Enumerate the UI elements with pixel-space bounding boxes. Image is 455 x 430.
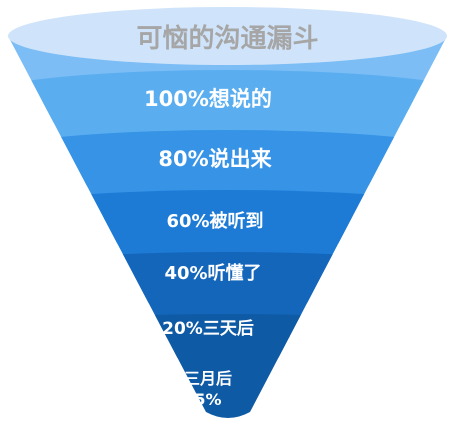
- funnel-level-4-label: 40%听懂了: [164, 262, 261, 284]
- funnel-level-2-label: 80%说出来: [158, 147, 272, 171]
- funnel-level-3-label: 60%被听到: [166, 210, 263, 232]
- funnel-level-6-label-line1: 三月后: [184, 369, 232, 388]
- funnel-level-5-label: 20%三天后: [162, 319, 254, 339]
- funnel-level-1-label: 100%想说的: [144, 87, 272, 111]
- funnel-title: 可恼的沟通漏斗: [136, 23, 318, 54]
- funnel-top-ellipse: [8, 7, 447, 65]
- funnel-level-6-label-line2: 5%: [194, 390, 221, 409]
